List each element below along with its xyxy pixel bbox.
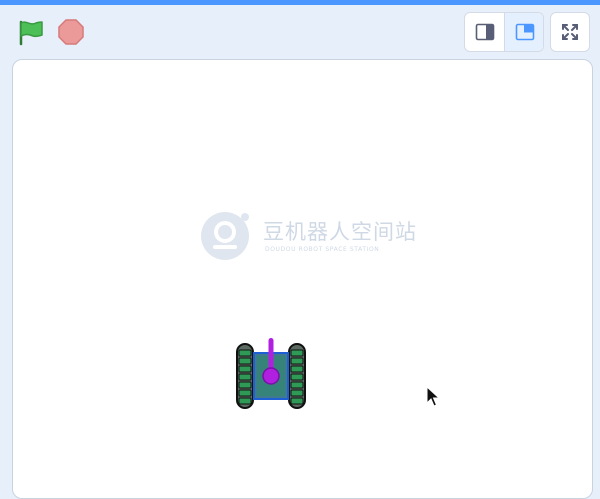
stage-size-toggle — [464, 12, 544, 52]
stop-icon — [58, 19, 84, 45]
stop-button[interactable] — [54, 15, 88, 49]
cursor-arrow-icon — [426, 385, 441, 407]
normal-stage-icon — [515, 23, 534, 41]
stage-canvas[interactable]: 豆机器人空间站 DOUDOU ROBOT SPACE STATION — [12, 59, 593, 499]
watermark-title: 豆机器人空间站 — [263, 220, 417, 244]
watermark: 豆机器人空间站 DOUDOU ROBOT SPACE STATION — [199, 208, 429, 268]
small-stage-icon — [475, 23, 494, 41]
accent-top-border — [0, 0, 600, 5]
tank-sprite-icon — [236, 338, 306, 409]
normal-stage-button[interactable] — [505, 13, 543, 51]
green-flag-button[interactable] — [14, 15, 48, 49]
watermark-subtitle: DOUDOU ROBOT SPACE STATION — [265, 246, 380, 253]
small-stage-button[interactable] — [465, 13, 504, 51]
tank-sprite[interactable] — [235, 336, 307, 410]
stage-toolbar — [0, 5, 600, 57]
mouse-pointer — [426, 385, 441, 408]
green-flag-icon — [19, 20, 43, 46]
robot-logo-icon — [201, 212, 249, 260]
toggle-divider — [504, 13, 505, 51]
fullscreen-button[interactable] — [550, 12, 590, 52]
fullscreen-icon — [562, 24, 578, 40]
